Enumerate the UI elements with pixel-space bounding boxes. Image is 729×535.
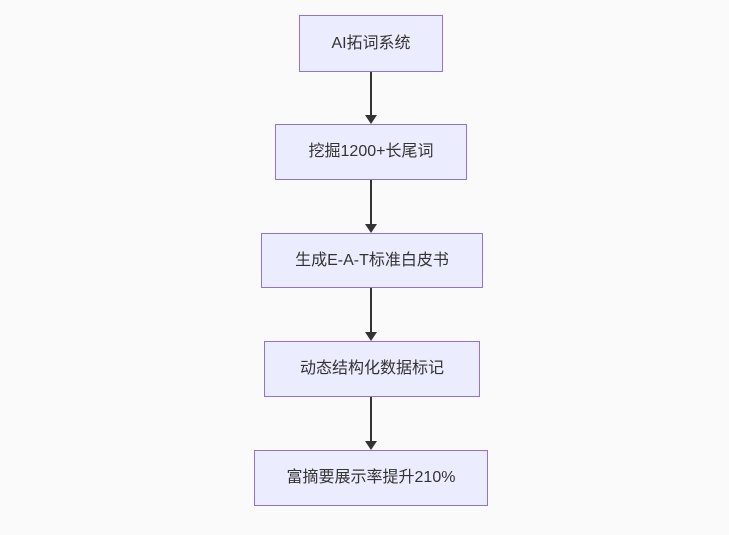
flow-node-dynamic-structured-data-markup: 动态结构化数据标记 [264,341,480,397]
flow-node-label: 挖掘1200+长尾词 [308,143,434,161]
flow-edge-line [370,288,372,333]
flow-edge-line [370,180,372,225]
flow-node-label: 动态结构化数据标记 [299,360,444,378]
flow-node-rich-snippet-rate-increase: 富摘要展示率提升210% [254,450,488,506]
arrow-down-icon [365,224,377,233]
arrow-down-icon [365,115,377,124]
flow-node-label: AI拓词系统 [331,34,411,52]
arrow-down-icon [365,332,377,341]
flow-node-ai-word-expansion-system: AI拓词系统 [299,15,443,72]
flow-edge-line [370,397,372,442]
flow-edge-line [370,72,372,116]
flow-node-generate-eat-whitepaper: 生成E-A-T标准白皮书 [261,233,483,288]
flow-node-label: 生成E-A-T标准白皮书 [295,251,449,269]
flow-node-label: 富摘要展示率提升210% [286,469,456,487]
flow-node-mine-longtail-keywords: 挖掘1200+长尾词 [275,124,467,180]
arrow-down-icon [365,441,377,450]
